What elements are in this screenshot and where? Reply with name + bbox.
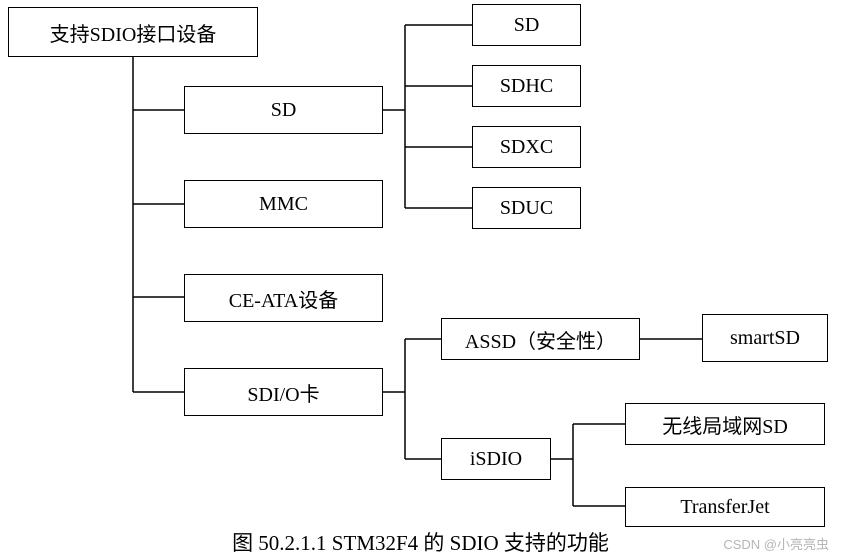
node-wireless: 无线局域网SD — [625, 403, 825, 445]
node-sd: SD — [184, 86, 383, 134]
node-ceata: CE-ATA设备 — [184, 274, 383, 322]
node-mmc: MMC — [184, 180, 383, 228]
node-assd: ASSD（安全性） — [441, 318, 640, 360]
node-sdhc: SDHC — [472, 65, 581, 107]
node-root: 支持SDIO接口设备 — [8, 7, 258, 57]
watermark: CSDN @小亮亮虫 — [723, 537, 829, 552]
node-smartsd: smartSD — [702, 314, 828, 362]
figure-caption: 图 50.2.1.1 STM32F4 的 SDIO 支持的功能 — [232, 531, 609, 555]
node-sduc: SDUC — [472, 187, 581, 229]
node-transferjet: TransferJet — [625, 487, 825, 527]
node-sd-sub: SD — [472, 4, 581, 46]
node-sdio-card: SDI/O卡 — [184, 368, 383, 416]
node-sdxc: SDXC — [472, 126, 581, 168]
node-isdio: iSDIO — [441, 438, 551, 480]
